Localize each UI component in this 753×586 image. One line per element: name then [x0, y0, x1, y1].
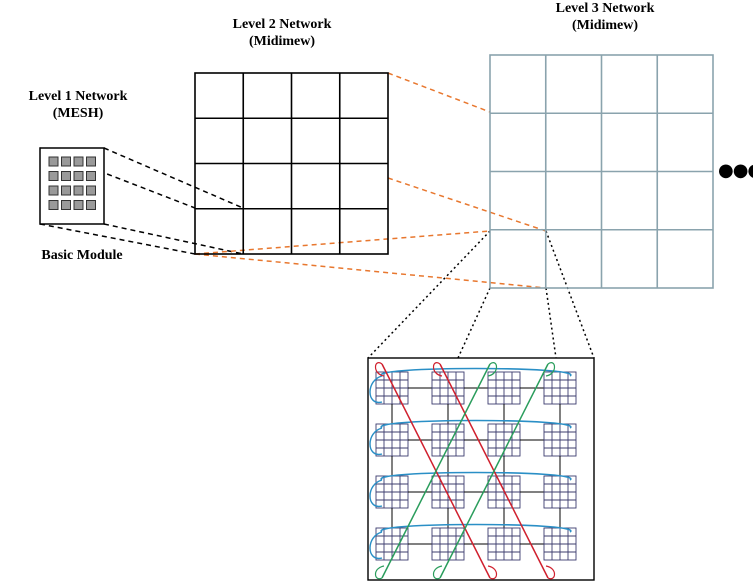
- zoom-link-2: [457, 287, 491, 359]
- zoom-links: [367, 230, 595, 359]
- level2-title-line1: Level 2 Network: [232, 17, 332, 32]
- wrap-link-blue-end: [369, 427, 383, 455]
- zoom-link-4: [545, 287, 557, 359]
- diag-link-green-loop: [432, 565, 443, 580]
- diag-link-red-loop: [487, 565, 498, 580]
- level3-title-line1: Level 3 Network: [555, 1, 655, 16]
- level2-to-level3-links: [194, 72, 547, 289]
- diag-link-green: [381, 363, 491, 579]
- mesh-node: [48, 156, 59, 167]
- continuation-dots: ●●●: [718, 160, 753, 181]
- basic-module-label: Basic Module: [41, 248, 123, 263]
- diag-link-green-loop: [487, 362, 498, 377]
- mesh-node: [61, 171, 71, 181]
- zoomed-level3-node: [367, 357, 595, 581]
- mesh-node: [73, 200, 84, 210]
- wrap-link-blue-end: [369, 375, 383, 403]
- wrap-link-blue: [380, 471, 572, 481]
- mesh-node: [73, 171, 84, 181]
- link-l1-top: [103, 147, 244, 209]
- mesh-node: [86, 200, 96, 210]
- mesh-node: [61, 156, 71, 167]
- diag-link-red-loop: [432, 362, 443, 377]
- wrap-link-blue: [380, 419, 572, 429]
- mesh-node: [86, 156, 96, 167]
- level1-network-title: Level 1 Network (MESH): [8, 88, 148, 122]
- link-l2-bottom-left: [194, 230, 491, 255]
- mesh-node: [86, 171, 96, 181]
- level3-network-title: Level 3 Network (Midimew): [535, 0, 675, 34]
- wrap-link-blue-end: [369, 531, 383, 559]
- mesh-node: [86, 185, 96, 196]
- link-l1-bottom: [103, 223, 244, 255]
- level2-network-title: Level 2 Network (Midimew): [212, 16, 352, 50]
- wrap-link-blue-end: [369, 479, 383, 507]
- mesh-node: [48, 185, 59, 196]
- link-l2-mid: [387, 177, 547, 232]
- wrap-link-blue: [380, 523, 572, 533]
- level3-grid: [489, 54, 714, 289]
- diag-link-red-loop: [374, 362, 385, 377]
- mesh-node: [61, 185, 71, 196]
- diag-link-green: [439, 363, 549, 579]
- link-l1-left-bottom: [39, 223, 196, 255]
- diag-link-green-loop: [374, 565, 385, 580]
- level2-grid: [194, 72, 389, 255]
- mesh-node: [61, 200, 71, 210]
- diag-link-red-loop: [545, 565, 556, 580]
- link-l2-top: [387, 72, 491, 113]
- mesh-node: [73, 156, 84, 167]
- level1-title-line2: (MESH): [52, 106, 104, 121]
- zoom-link-1: [367, 230, 491, 359]
- mesh-node: [73, 185, 84, 196]
- zoom-frame: [367, 357, 595, 581]
- level3-title-line2: (Midimew): [571, 18, 639, 33]
- mesh-node: [48, 171, 59, 181]
- level2-title-line2: (Midimew): [248, 34, 316, 49]
- basic-module: [39, 147, 105, 225]
- diag-link-green-loop: [545, 362, 556, 377]
- link-l2-bottom-right: [194, 253, 547, 289]
- level1-title-line1: Level 1 Network: [28, 89, 128, 104]
- mesh-node: [48, 200, 59, 210]
